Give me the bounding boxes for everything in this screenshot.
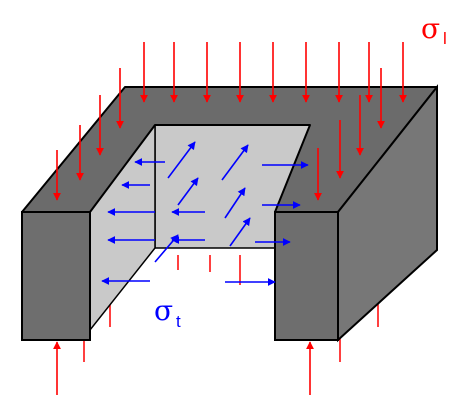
sigma-l-label: σ l [421,12,447,48]
blue-arrow [154,234,179,263]
sigma-l-subscript: l [443,29,447,48]
sigma-l-symbol: σ [421,12,440,45]
blue-arrow [229,217,251,247]
top-red-arrows [53,42,407,201]
sigma-t-subscript: t [176,312,181,331]
blue-arrow [221,144,249,181]
blue-arrows [101,141,309,286]
bottom-red-arrows [53,341,314,395]
sigma-t-symbol: σ [154,294,173,327]
blue-arrow [177,177,199,206]
right-front-face [274,211,339,341]
blue-arrow [224,187,246,219]
sigma-t-label: σ t [154,294,181,331]
left-front-face [21,211,91,341]
blue-arrow [167,141,196,179]
